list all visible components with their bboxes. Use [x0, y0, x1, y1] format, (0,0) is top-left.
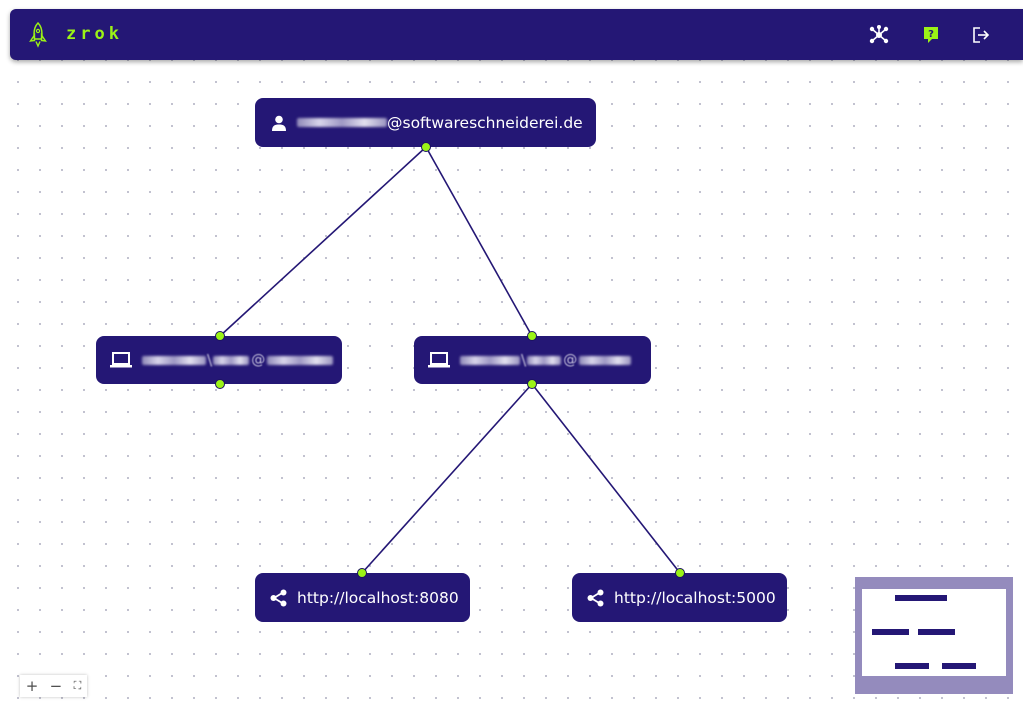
redacted-host: [142, 355, 206, 365]
account-node[interactable]: @softwareschneiderei.de: [255, 98, 596, 147]
redacted-user: [213, 355, 250, 365]
user-icon: [271, 115, 287, 131]
share-endpoint-label: http://localhost:5000: [614, 588, 776, 607]
redacted-host: [460, 355, 520, 365]
share-node[interactable]: http://localhost:8080: [255, 573, 470, 622]
env-separator: \: [521, 351, 527, 369]
env-at: @: [251, 352, 266, 368]
help-icon[interactable]: ?: [918, 22, 944, 48]
minimap[interactable]: [855, 577, 1013, 694]
brand-name[interactable]: zrok: [66, 24, 123, 44]
env-at: @: [563, 352, 578, 368]
zoom-controls: + − ⛶: [20, 675, 87, 697]
laptop-icon: [110, 352, 132, 368]
minimap-node: [895, 663, 929, 669]
rocket-icon: [29, 21, 47, 48]
edge-account-env1: [219, 146, 427, 337]
env2-target-handle[interactable]: [527, 331, 537, 341]
minimap-node: [895, 595, 947, 601]
minimap-node: [872, 629, 909, 635]
environment-node[interactable]: \ @: [96, 336, 342, 384]
share-node[interactable]: http://localhost:5000: [572, 573, 787, 622]
redacted-username: [297, 118, 387, 127]
minimap-viewport[interactable]: [862, 589, 1006, 676]
edge-account-env2: [425, 146, 533, 337]
redacted-user: [527, 355, 562, 365]
top-navbar: zrok ?: [10, 9, 1023, 60]
edge-env2-share2: [531, 383, 681, 574]
share1-target-handle[interactable]: [357, 568, 367, 578]
env-separator: \: [207, 351, 213, 369]
account-email: @softwareschneiderei.de: [387, 113, 583, 132]
env1-target-handle[interactable]: [215, 331, 225, 341]
laptop-icon: [428, 352, 450, 368]
minimap-node: [918, 629, 955, 635]
environment-node[interactable]: \ @: [414, 336, 651, 384]
logout-icon[interactable]: [968, 22, 994, 48]
env2-source-handle[interactable]: [527, 379, 537, 389]
edge-env2-share1: [361, 383, 533, 574]
zoom-in-button[interactable]: +: [25, 677, 39, 695]
zoom-out-button[interactable]: −: [49, 677, 63, 695]
share-icon: [587, 589, 604, 607]
fit-view-button[interactable]: ⛶: [73, 679, 82, 692]
share-icon: [270, 589, 287, 607]
redacted-domain: [267, 355, 334, 365]
env1-source-handle[interactable]: [215, 379, 225, 389]
share2-target-handle[interactable]: [675, 568, 685, 578]
network-icon[interactable]: [866, 22, 892, 48]
share-endpoint-label: http://localhost:8080: [297, 588, 459, 607]
account-source-handle[interactable]: [421, 142, 431, 152]
svg-text:?: ?: [928, 29, 934, 40]
minimap-node: [942, 663, 976, 669]
redacted-domain: [579, 355, 632, 365]
